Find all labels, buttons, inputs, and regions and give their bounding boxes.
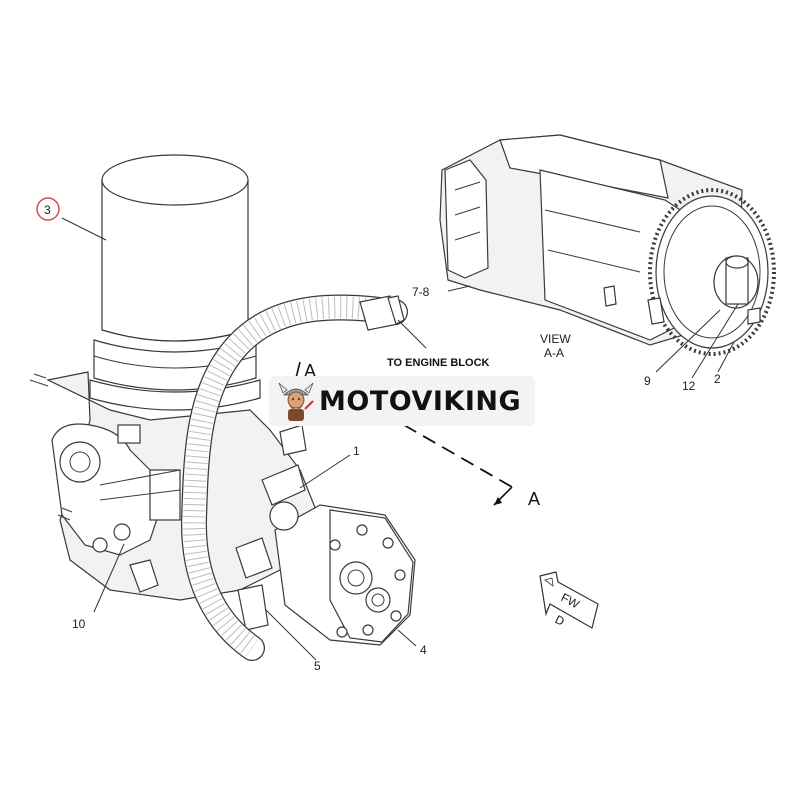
leader-lines xyxy=(61,217,739,661)
view-label: VIEW xyxy=(540,332,571,346)
callout-5: 5 xyxy=(314,659,321,673)
fittings xyxy=(235,424,307,631)
filter-canister xyxy=(101,154,249,342)
brand-watermark-text: MOTOVIKING xyxy=(319,385,522,417)
callout-9: 9 xyxy=(644,374,651,388)
section-mark-bottom: A xyxy=(528,489,540,509)
gear xyxy=(648,188,776,356)
fuel-line-hose xyxy=(180,294,408,661)
callout-4: 4 xyxy=(420,643,427,657)
callout-12: 12 xyxy=(682,379,696,393)
forward-direction-arrow-icon xyxy=(539,571,599,629)
view-section-label: A-A xyxy=(544,346,564,360)
callout-1: 1 xyxy=(353,444,360,458)
callout-2: 2 xyxy=(714,372,721,386)
viking-mascot-icon xyxy=(278,382,314,421)
highlight-circle-3 xyxy=(36,197,60,221)
callout-3: 3 xyxy=(44,203,51,217)
view-a-a-assembly xyxy=(439,134,776,356)
hub-bolt xyxy=(713,255,761,325)
callout-10: 10 xyxy=(72,617,86,631)
pump-cover xyxy=(274,504,416,646)
fwd-label-2: D xyxy=(553,612,568,629)
fuel-pump-assembly xyxy=(29,154,416,661)
brand-watermark: MOTOVIKING xyxy=(269,376,535,426)
callout-7-8: 7-8 xyxy=(412,285,430,299)
to-engine-block-label: TO ENGINE BLOCK xyxy=(387,357,490,369)
